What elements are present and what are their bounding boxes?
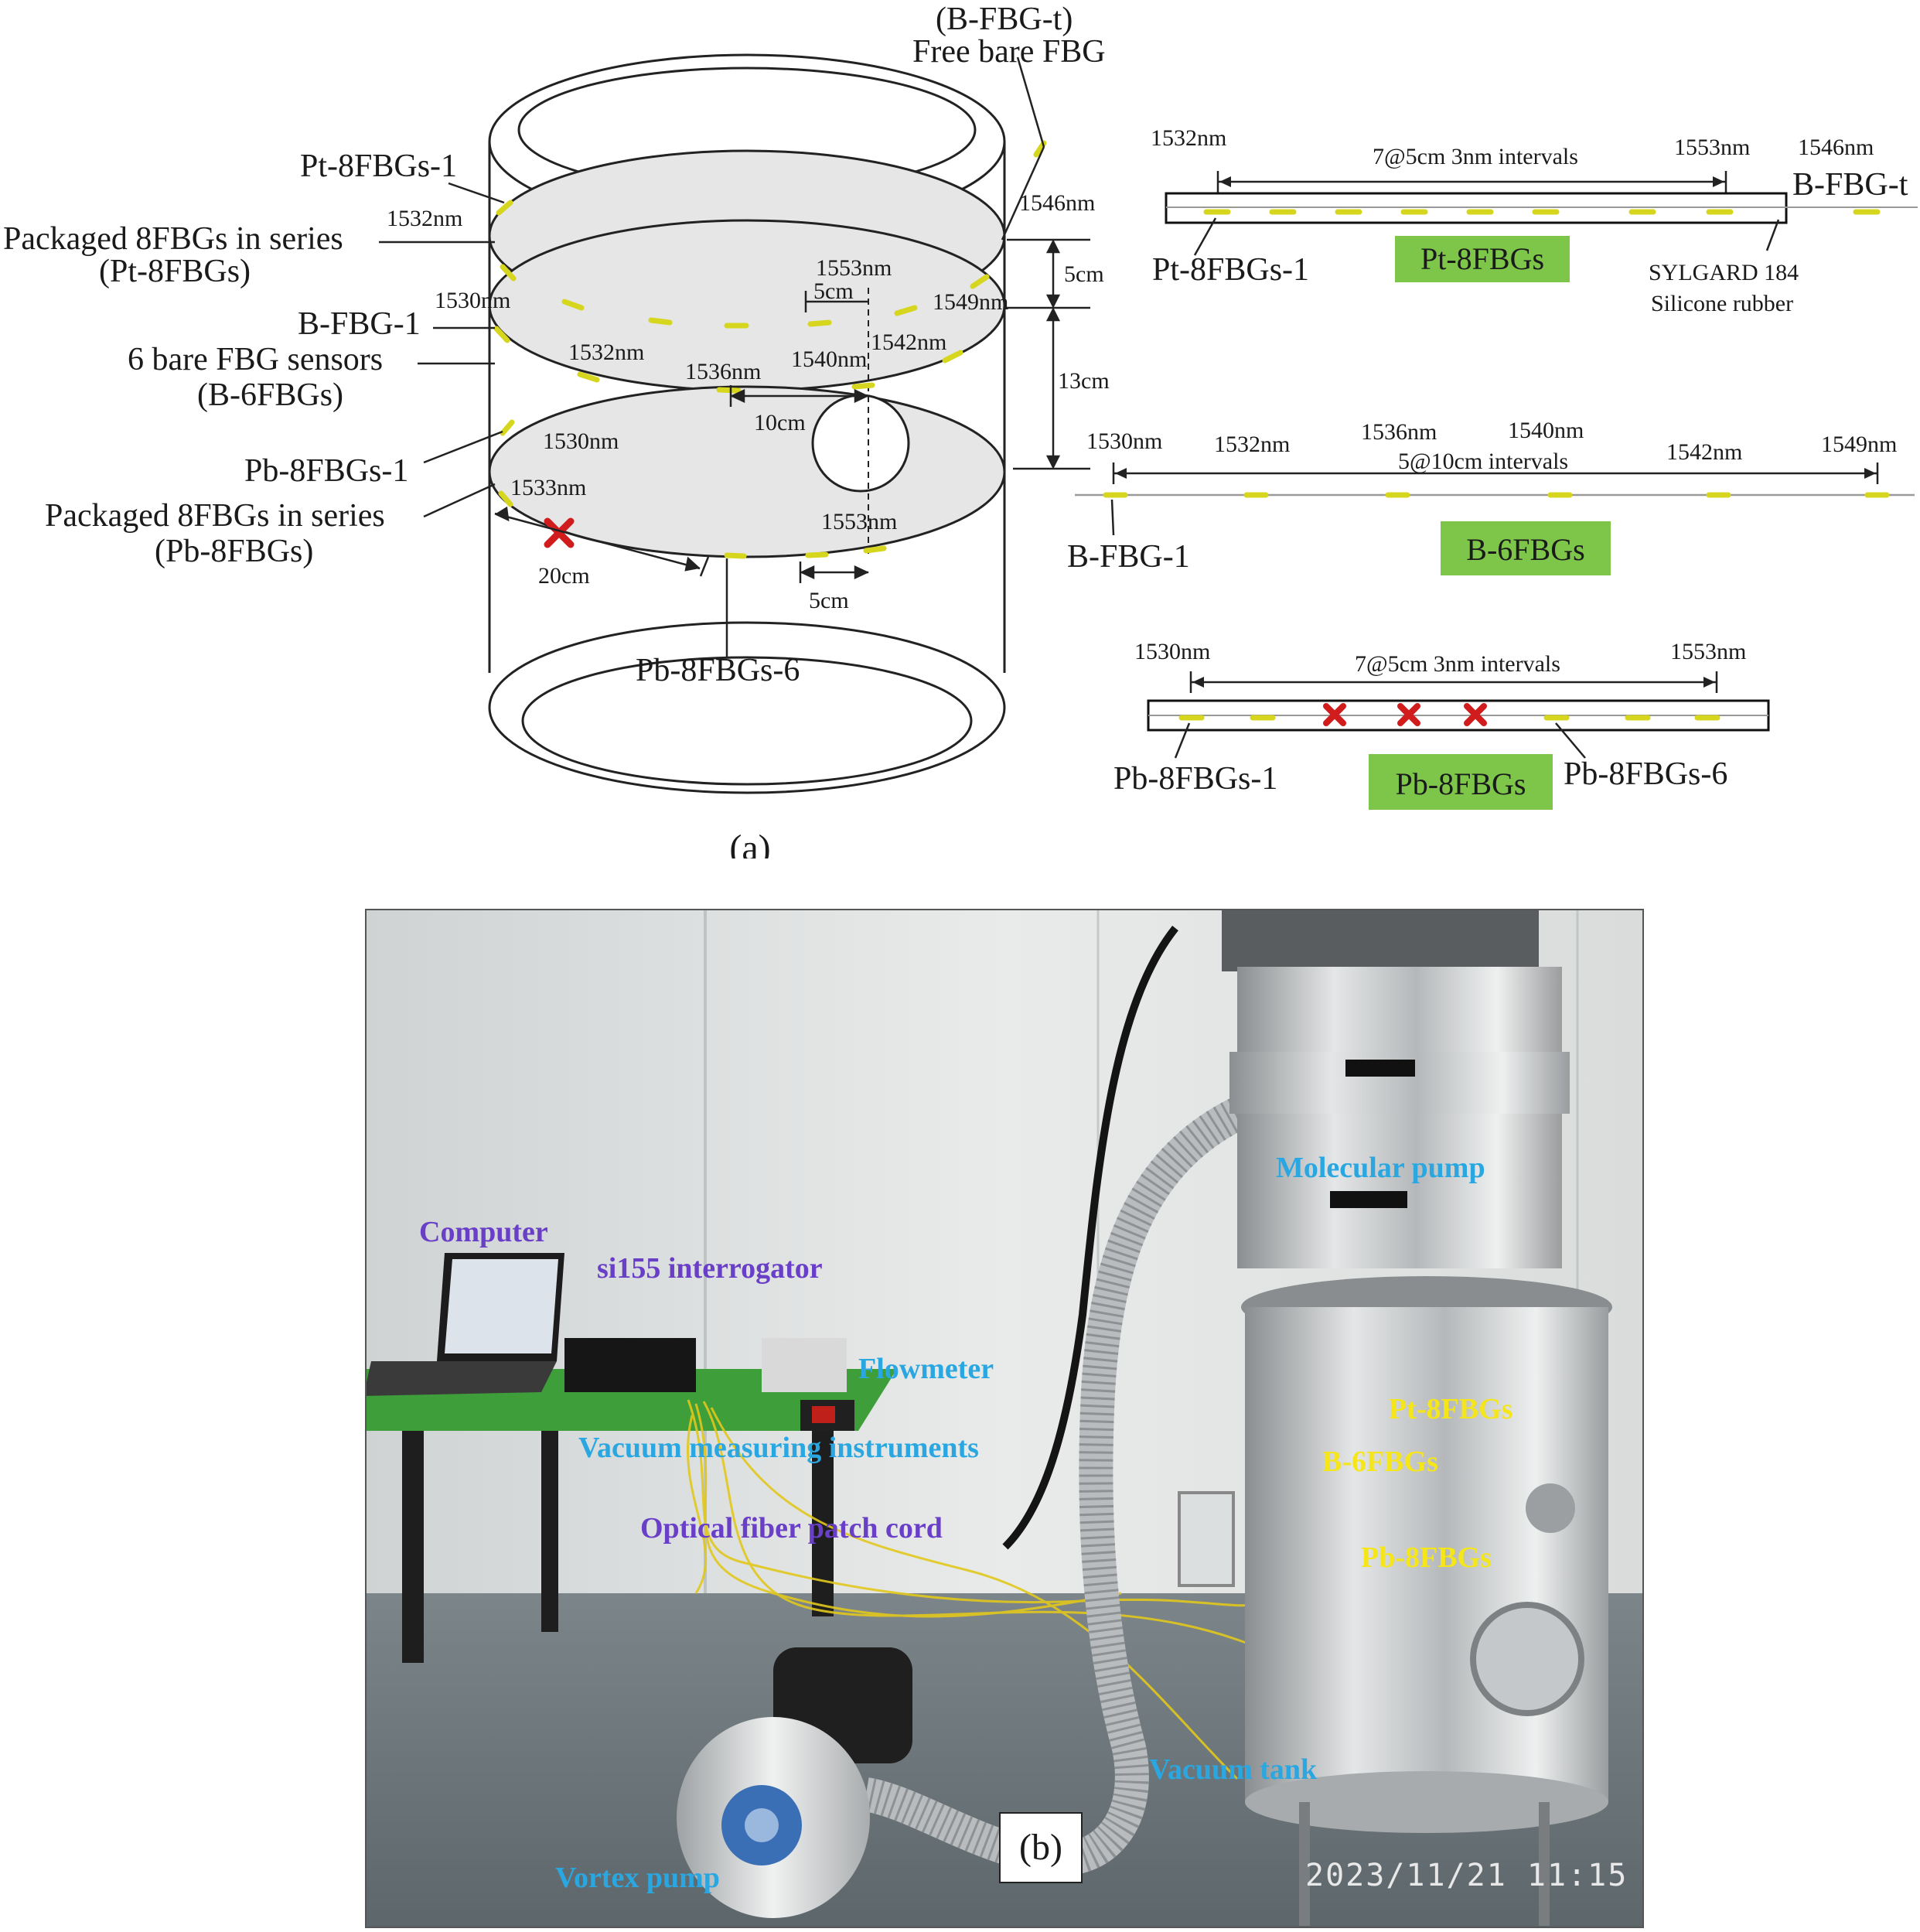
dimension-lines [494, 238, 1090, 583]
wl-1546-label: 1546nm [1019, 190, 1095, 216]
pb-series-label-2: (Pb-8FBGs) [155, 534, 313, 569]
panel-a-caption: (a) [729, 828, 770, 858]
pb-disc [488, 385, 1006, 558]
panel-b-caption-box [999, 1812, 1083, 1883]
vacuum-tank [1178, 1307, 1608, 1926]
wl-b-1530-label: 1530nm [435, 288, 510, 313]
wl-b-1536-label: 1536nm [685, 359, 761, 384]
pt-strip-interval: 7@5cm 3nm intervals [1373, 144, 1578, 169]
pt-strip-material-2: Silicone rubber [1651, 291, 1793, 316]
dim-5cm-right-label: 5cm [1064, 261, 1104, 287]
pb-strip-interval: 7@5cm 3nm intervals [1355, 651, 1560, 677]
photo-label-vacuum-instruments: Vacuum measuring instruments [578, 1432, 979, 1464]
b-strip-wl-5: 1542nm [1666, 439, 1742, 465]
panel-a-diagram: (B-FBG-t) Free bare FBG Pt-8FBGs-1 Packa… [3, 2, 1918, 858]
flowmeter-box [762, 1338, 847, 1392]
b-series-label-1: 6 bare FBG sensors [128, 342, 383, 377]
interrogator-box [564, 1338, 696, 1392]
photo-timestamp: 2023/11/21 11:15 [1305, 1858, 1628, 1893]
pt-series-label-1: Packaged 8FBGs in series [3, 221, 343, 257]
pt-strip-wl-start: 1532nm [1151, 125, 1226, 151]
pb-strip-wl-end: 1553nm [1670, 639, 1746, 664]
pt-strip-name: Pt-8FBGs [1420, 241, 1544, 276]
b-first-label: B-FBG-1 [298, 306, 421, 342]
pb-strip: 1530nm 1553nm 7@5cm 3nm intervals Pb-8FB… [1113, 639, 1770, 810]
photo-label-patch-cord: Optical fiber patch cord [640, 1512, 943, 1545]
b-strip-interval: 5@10cm intervals [1398, 449, 1568, 474]
b-strip-wl-1: 1530nm [1086, 428, 1162, 454]
b-strip-name-box: B-6FBGs [1441, 521, 1611, 575]
b-strip: 1530nm 1532nm 1536nm 1540nm 1542nm 1549n… [1067, 418, 1915, 575]
b-strip-wl-3: 1536nm [1361, 419, 1437, 445]
photo-label-flowmeter: Flowmeter [858, 1353, 994, 1385]
wl-pt-1553-label: 1553nm [816, 255, 892, 281]
pb-strip-first-label: Pb-8FBGs-1 [1113, 761, 1277, 797]
pt-strip-first-label: Pt-8FBGs-1 [1152, 252, 1309, 288]
photo-label-pt: Pt-8FBGs [1389, 1393, 1512, 1425]
pt-first-label: Pt-8FBGs-1 [300, 148, 457, 184]
photo-label-molecular-pump: Molecular pump [1276, 1152, 1485, 1184]
b-strip-wl-2: 1532nm [1214, 432, 1290, 457]
free-fbg-id-label: (B-FBG-t) [936, 2, 1073, 37]
wl-b-1532-label: 1532nm [568, 340, 644, 365]
pb-series-label-1: Packaged 8FBGs in series [45, 498, 385, 534]
wl-b-1542-label: 1542nm [871, 329, 946, 355]
pb-sixth-label: Pb-8FBGs-6 [636, 653, 800, 688]
pt-strip-name-box: Pt-8FBGs [1395, 236, 1570, 282]
vortex-pump [677, 1647, 912, 1918]
b-series-label-2: (B-6FBGs) [197, 377, 343, 413]
pb-strip-name-box: Pb-8FBGs [1369, 754, 1553, 810]
b-strip-wl-4: 1540nm [1508, 418, 1584, 443]
dim-10cm-label: 10cm [754, 410, 806, 435]
b-strip-name: B-6FBGs [1466, 532, 1584, 567]
wl-pb-1553-label: 1553nm [821, 509, 897, 534]
pt-strip-free-label: B-FBG-t [1792, 167, 1908, 203]
laptop [366, 1253, 564, 1396]
bottom-rim-outer [488, 621, 1006, 794]
b-strip-first-label: B-FBG-1 [1067, 539, 1190, 575]
wl-b-1540-label: 1540nm [791, 346, 867, 372]
dim-13cm-label: 13cm [1058, 368, 1110, 394]
photo-label-interrogator: si155 interrogator [597, 1252, 823, 1285]
dim-5cm-bottom-label: 5cm [809, 588, 849, 613]
pt-strip-wl-free: 1546nm [1798, 135, 1874, 160]
pt-series-label-2: (Pt-8FBGs) [99, 254, 251, 289]
wl-pb-1530-label: 1530nm [543, 428, 619, 454]
leader-lines [379, 56, 1045, 657]
b-strip-wl-6: 1549nm [1821, 432, 1897, 457]
photo-label-pb: Pb-8FBGs [1361, 1541, 1492, 1574]
photo-label-vacuum-tank: Vacuum tank [1149, 1753, 1318, 1786]
pb-first-label: Pb-8FBGs-1 [244, 453, 408, 489]
gauge-box [800, 1400, 854, 1431]
desk [366, 1369, 897, 1663]
free-fbg-label: Free bare FBG [912, 34, 1106, 70]
wl-pt-1532-label: 1532nm [387, 206, 462, 231]
yellow-fibers [687, 1399, 1470, 1780]
tank-flange [1241, 1276, 1612, 1338]
wl-pb-1533-label: 1533nm [510, 475, 586, 500]
pb-strip-failure-marks [1323, 703, 1487, 726]
pb-strip-sixth-label: Pb-8FBGs-6 [1564, 756, 1727, 792]
pb-strip-name: Pb-8FBGs [1396, 766, 1526, 801]
cylinder [488, 53, 1006, 794]
molecular-pump [1222, 910, 1570, 1268]
pt-strip: 1532nm 1553nm 1546nm 7@5cm 3nm intervals… [1151, 125, 1918, 316]
pb-disc-hole [811, 394, 910, 493]
panel-b-caption: (b) [1019, 1827, 1062, 1868]
dim-5cm-top-label: 5cm [813, 278, 854, 304]
pt-strip-wl-end: 1553nm [1674, 135, 1750, 160]
pt-strip-material-1: SYLGARD 184 [1649, 260, 1799, 285]
dim-20cm-label: 20cm [538, 563, 590, 589]
photo-label-vortex-pump: Vortex pump [555, 1862, 720, 1894]
bottom-rim-inner [521, 656, 973, 786]
flex-hose [862, 1098, 1246, 1876]
photo-label-computer: Computer [419, 1216, 548, 1248]
photo-label-b6: B-6FBGs [1322, 1446, 1438, 1478]
pb-strip-wl-start: 1530nm [1134, 639, 1210, 664]
failure-mark-cylinder [544, 517, 575, 548]
wl-b-1549-label: 1549nm [933, 289, 1008, 315]
fbg-marks-cylinder [493, 140, 1047, 559]
